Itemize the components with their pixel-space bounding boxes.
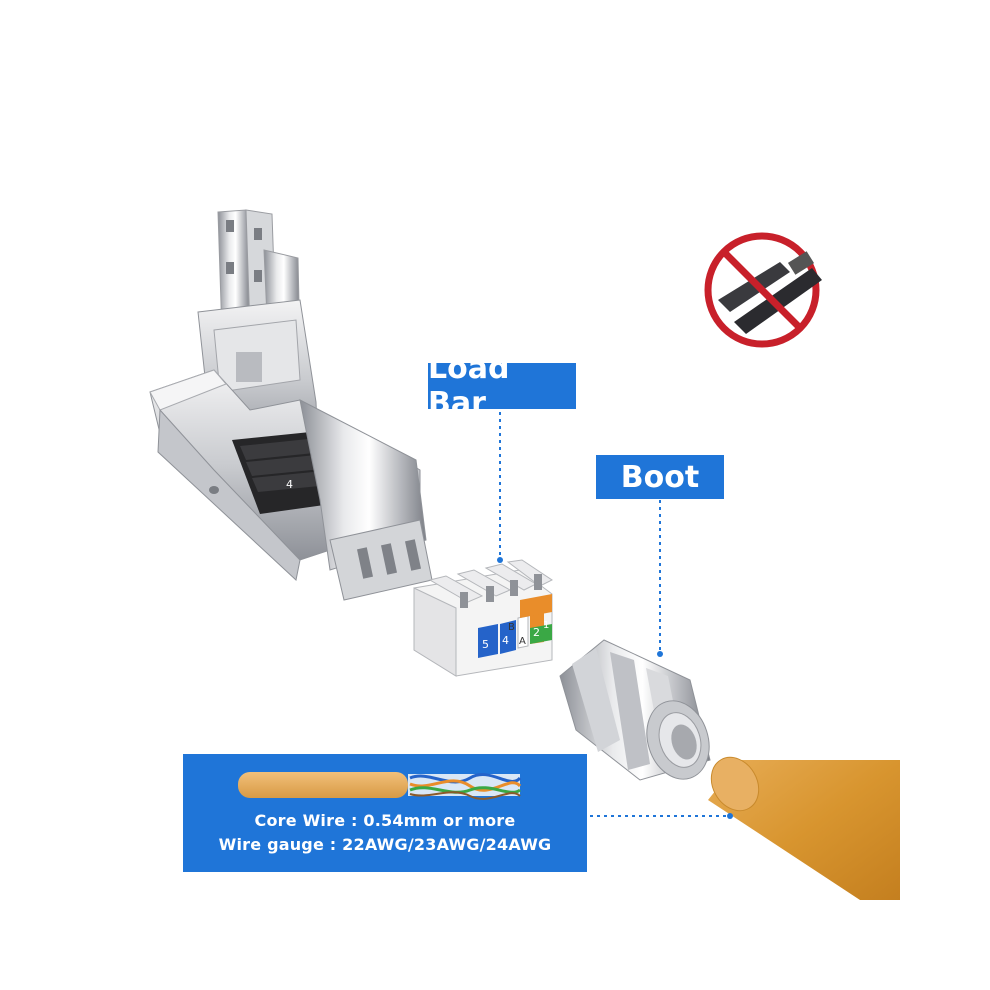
boot xyxy=(559,639,711,781)
load-bar-marking-4: 4 xyxy=(502,634,509,647)
load-bar-marking-a: A xyxy=(519,636,526,647)
no-crimp-tool-icon xyxy=(704,232,822,348)
leader-lines xyxy=(499,412,728,817)
connector-marking-4: 4 xyxy=(286,478,293,491)
load-bar-label: Load Bar xyxy=(428,351,576,421)
wire-gauge-spec: Wire gauge : 22AWG/23AWG/24AWG xyxy=(218,835,552,854)
cable xyxy=(708,756,900,900)
load-bar: 5 4 B A 2 1 xyxy=(413,559,553,677)
connector-housing: 4 2 xyxy=(149,209,433,601)
boot-label: Boot xyxy=(596,455,724,499)
load-bar-marking-1: 1 xyxy=(543,620,549,631)
load-bar-marking-b: B xyxy=(508,622,515,633)
load-bar-marking-2: 2 xyxy=(533,626,540,639)
core-wire-spec: Core Wire : 0.54mm or more xyxy=(254,811,516,830)
load-bar-marking-5: 5 xyxy=(482,638,489,651)
